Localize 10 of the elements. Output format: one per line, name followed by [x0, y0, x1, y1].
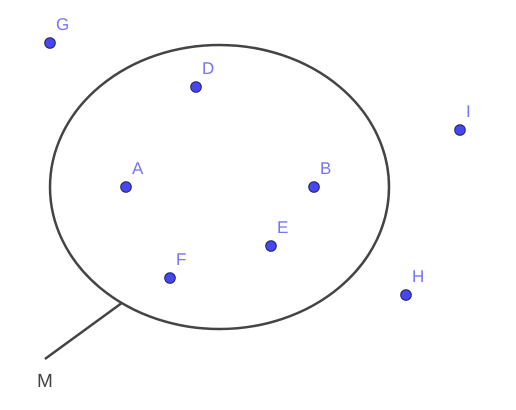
set-label: M [37, 372, 53, 391]
point-label: F [176, 251, 186, 268]
point-label: A [132, 160, 144, 177]
point-label: H [412, 268, 424, 285]
point-label: G [56, 16, 70, 33]
point-label: B [320, 160, 332, 177]
point-label: D [202, 60, 214, 77]
point-label: I [466, 103, 471, 120]
leader-line [44, 302, 123, 360]
point-label: E [277, 219, 288, 236]
